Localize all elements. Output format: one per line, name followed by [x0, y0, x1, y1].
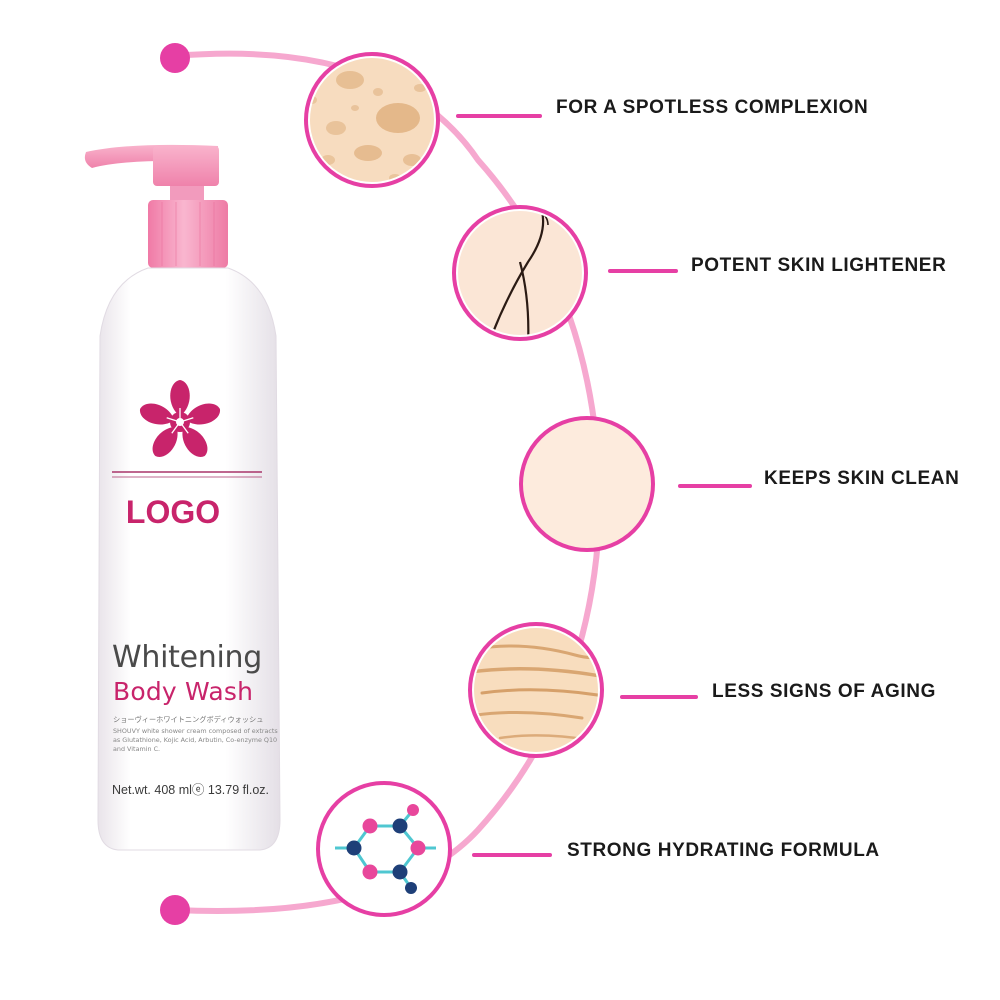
product-japanese-name: ショーヴィーホワイトニングボディウォッシュ	[113, 715, 264, 724]
molecule-icon	[316, 781, 452, 917]
arc-end-dot-top	[160, 43, 190, 73]
feature-label-lightener: POTENT SKIN LIGHTENER	[691, 255, 947, 276]
product-name-line1: Whitening	[112, 640, 262, 675]
feature-label-aging: LESS SIGNS OF AGING	[712, 681, 936, 702]
product-description: SHOUVY white shower cream composed of ex…	[113, 727, 278, 753]
net-weight: Net.wt. 408 mlⓔ 13.79 fl.oz.	[112, 783, 270, 797]
product-name-line2: Body Wash	[113, 677, 254, 706]
skin-spots-icon	[304, 52, 440, 188]
wrinkles-icon	[468, 622, 604, 758]
feature-label-spotless: FOR A SPOTLESS COMPLEXION	[556, 97, 869, 118]
bottle-cap	[148, 200, 228, 268]
feature-label-hydrating: STRONG HYDRATING FORMULA	[567, 840, 880, 861]
feature-label-clean: KEEPS SKIN CLEAN	[764, 468, 960, 489]
brand-logo-text: LOGO	[125, 494, 221, 530]
pump-head	[153, 146, 219, 186]
bottle-body	[97, 267, 281, 851]
underarm-icon	[452, 205, 588, 341]
product-bottle	[84, 144, 281, 851]
clear-skin-icon	[519, 416, 655, 552]
arc-end-dot-bottom	[160, 895, 190, 925]
flower-logo-icon	[140, 380, 220, 457]
